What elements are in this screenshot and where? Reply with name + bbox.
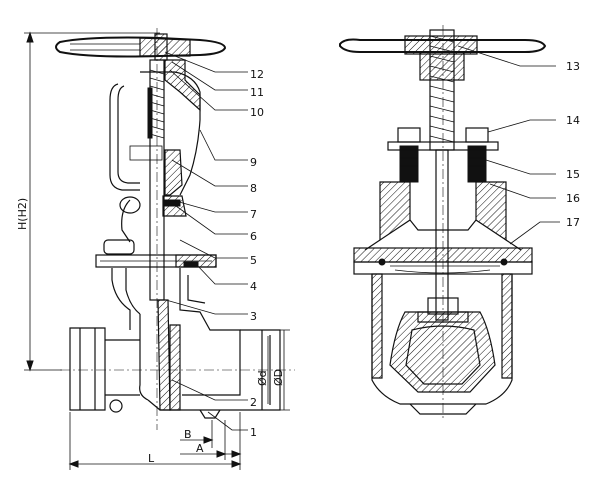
- part-5: 5: [250, 254, 257, 267]
- dim-b-label: B: [184, 428, 192, 441]
- left-handwheel: [55, 33, 227, 61]
- left-stem: [147, 59, 165, 301]
- part-13: 13: [566, 60, 580, 73]
- part-10: 10: [250, 106, 264, 119]
- dim-l-label: L: [148, 452, 155, 465]
- part-6: 6: [250, 230, 257, 243]
- part-7: 7: [250, 208, 257, 221]
- right-view: 13 14 15 16 17: [339, 25, 580, 420]
- left-gland: [119, 195, 187, 243]
- right-body: [371, 273, 513, 415]
- right-wedge: [389, 297, 496, 393]
- left-body: [111, 268, 241, 419]
- part-12: 12: [250, 68, 264, 81]
- dim-height-label: H(H2): [16, 198, 29, 230]
- part-17: 17: [566, 216, 580, 229]
- part-14: 14: [566, 114, 580, 127]
- left-bonnet-flange: [95, 239, 217, 268]
- part-9: 9: [250, 156, 257, 169]
- right-handwheel: [339, 35, 547, 81]
- dim-bore-label: Ød: [256, 370, 269, 386]
- part-3: 3: [250, 310, 257, 323]
- part-1: 1: [250, 426, 257, 439]
- left-callouts: 12 11 10 9 8 7 6 5 4 3 2 1: [164, 51, 264, 439]
- right-callouts: 13 14 15 16 17: [457, 45, 580, 245]
- part-16: 16: [566, 192, 580, 205]
- left-view: H(H2) Ød ØD B A L: [16, 28, 295, 470]
- dim-diameters: Ød ØD: [256, 329, 290, 411]
- part-4: 4: [250, 280, 257, 293]
- dim-lengths: B A L: [68, 412, 242, 470]
- part-8: 8: [250, 182, 257, 195]
- dim-od-label: ØD: [272, 369, 285, 386]
- dim-a-label: A: [196, 442, 204, 455]
- part-2: 2: [250, 396, 257, 409]
- left-yoke: [109, 59, 201, 196]
- dim-height: H(H2): [16, 31, 160, 372]
- part-15: 15: [566, 168, 580, 181]
- right-gland-bolts: [387, 127, 499, 183]
- part-11: 11: [250, 86, 264, 99]
